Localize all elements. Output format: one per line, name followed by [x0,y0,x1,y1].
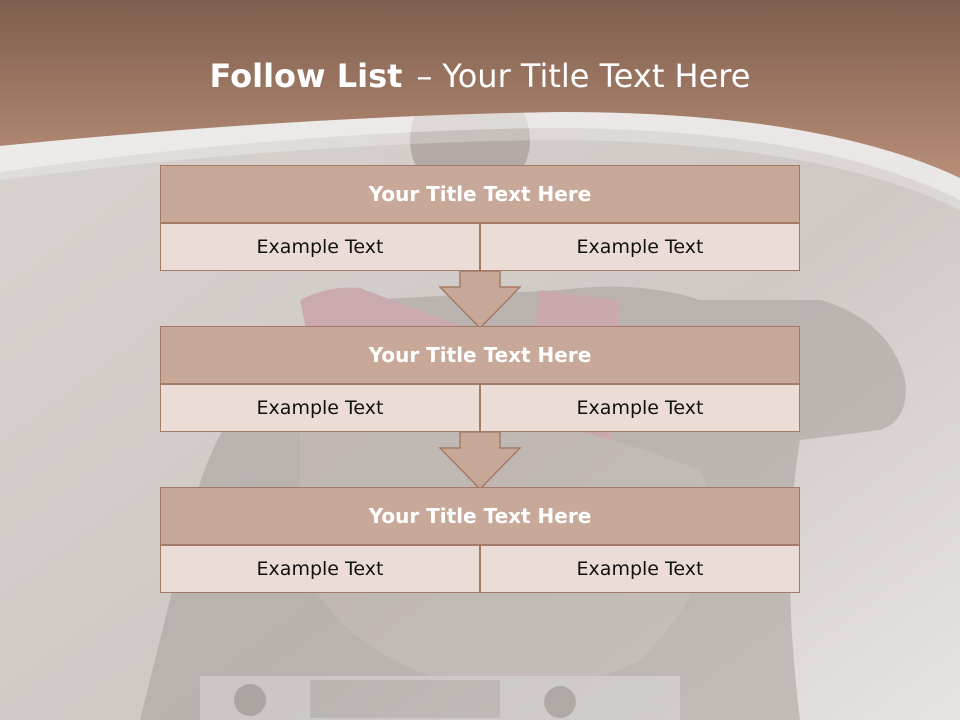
step-2-left-cell: Example Text [160,384,480,432]
step-block-2: Your Title Text Here Example Text Exampl… [160,326,800,432]
step-2-right-cell: Example Text [480,384,800,432]
title-dash: – [416,57,433,95]
step-1-right-cell: Example Text [480,223,800,271]
step-1-heading: Your Title Text Here [160,165,800,223]
down-arrow-icon [438,432,522,490]
step-1-left-cell: Example Text [160,223,480,271]
step-3-left-cell: Example Text [160,545,480,593]
step-3-right-cell: Example Text [480,545,800,593]
slide-title: Follow List – Your Title Text Here [0,52,960,100]
header-banner [0,0,960,178]
title-bold-part: Follow List [209,57,403,95]
step-3-heading: Your Title Text Here [160,487,800,545]
title-rest: Your Title Text Here [442,57,751,95]
down-arrow-icon [438,271,522,329]
step-2-heading: Your Title Text Here [160,326,800,384]
step-block-3: Your Title Text Here Example Text Exampl… [160,487,800,593]
step-block-1: Your Title Text Here Example Text Exampl… [160,165,800,271]
